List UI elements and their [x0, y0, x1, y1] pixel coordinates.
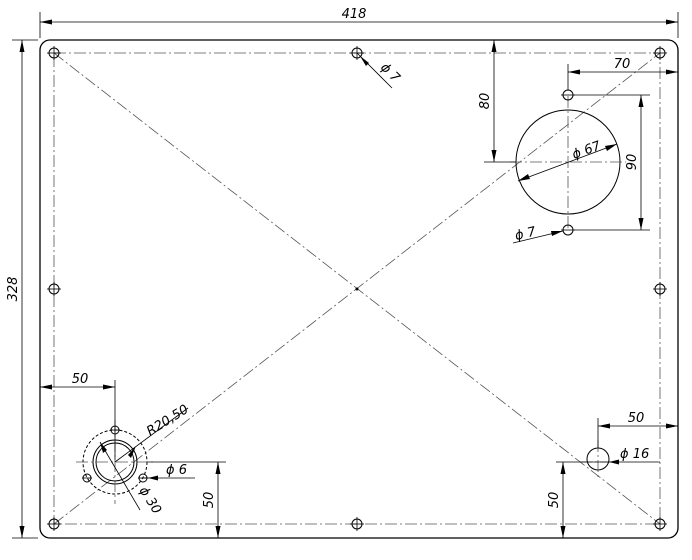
svg-text:ϕ 67: ϕ 67: [570, 138, 603, 162]
hole-middle-left: [47, 282, 61, 296]
svg-text:418: 418: [342, 7, 367, 22]
dim-overall-height: 328: [6, 39, 38, 539]
svg-text:ϕ 30: ϕ 30: [136, 484, 164, 517]
flange-hole-left: [82, 473, 92, 483]
dim-overall-width: 418: [39, 7, 679, 38]
dim-flange-hole-dia: ϕ 6: [143, 463, 195, 481]
dim-top-hole-dia: ϕ 7: [356, 52, 403, 89]
svg-text:ϕ 6: ϕ 6: [166, 463, 187, 478]
hole-top-right: [653, 46, 667, 60]
dim-offset-bottom-left: 50: [148, 461, 226, 538]
center-mark: [355, 287, 359, 291]
dim-offset-top-hole: 80: [478, 40, 516, 163]
svg-text:ϕ 7: ϕ 7: [377, 60, 403, 86]
dim-hole-spacing: 90: [574, 94, 650, 231]
dim-right-hole-dia: ϕ 16: [556, 447, 660, 465]
hole-bottom-right: [653, 517, 667, 531]
svg-text:50: 50: [72, 372, 89, 387]
hole-below-big: [561, 224, 575, 236]
svg-text:R20,50: R20,50: [144, 402, 191, 439]
perimeter-holes: [47, 46, 667, 531]
svg-text:50: 50: [202, 492, 217, 509]
dim-offset-right: 50: [597, 411, 678, 448]
big-hole: ϕ 67: [510, 96, 626, 230]
svg-text:90: 90: [625, 154, 640, 171]
svg-text:ϕ 16: ϕ 16: [620, 447, 649, 462]
svg-text:70: 70: [614, 57, 631, 72]
hole-bottom-middle: [350, 517, 364, 531]
svg-text:328: 328: [6, 277, 21, 302]
dim-right-small-hole-dia: ϕ 7: [512, 224, 564, 244]
hole-bottom-left: [47, 517, 61, 531]
dim-offset-bottom-right: 50: [547, 462, 566, 538]
svg-text:ϕ 7: ϕ 7: [514, 224, 539, 243]
dim-offset-left: 50: [40, 372, 116, 460]
dim-offset-right-top: 70: [567, 57, 678, 90]
plate-outline: [39, 39, 679, 539]
svg-text:50: 50: [547, 492, 562, 509]
hole-top-left: [47, 46, 61, 60]
hole-middle-right: [653, 282, 667, 296]
svg-text:50: 50: [628, 411, 645, 426]
svg-text:80: 80: [478, 93, 493, 110]
